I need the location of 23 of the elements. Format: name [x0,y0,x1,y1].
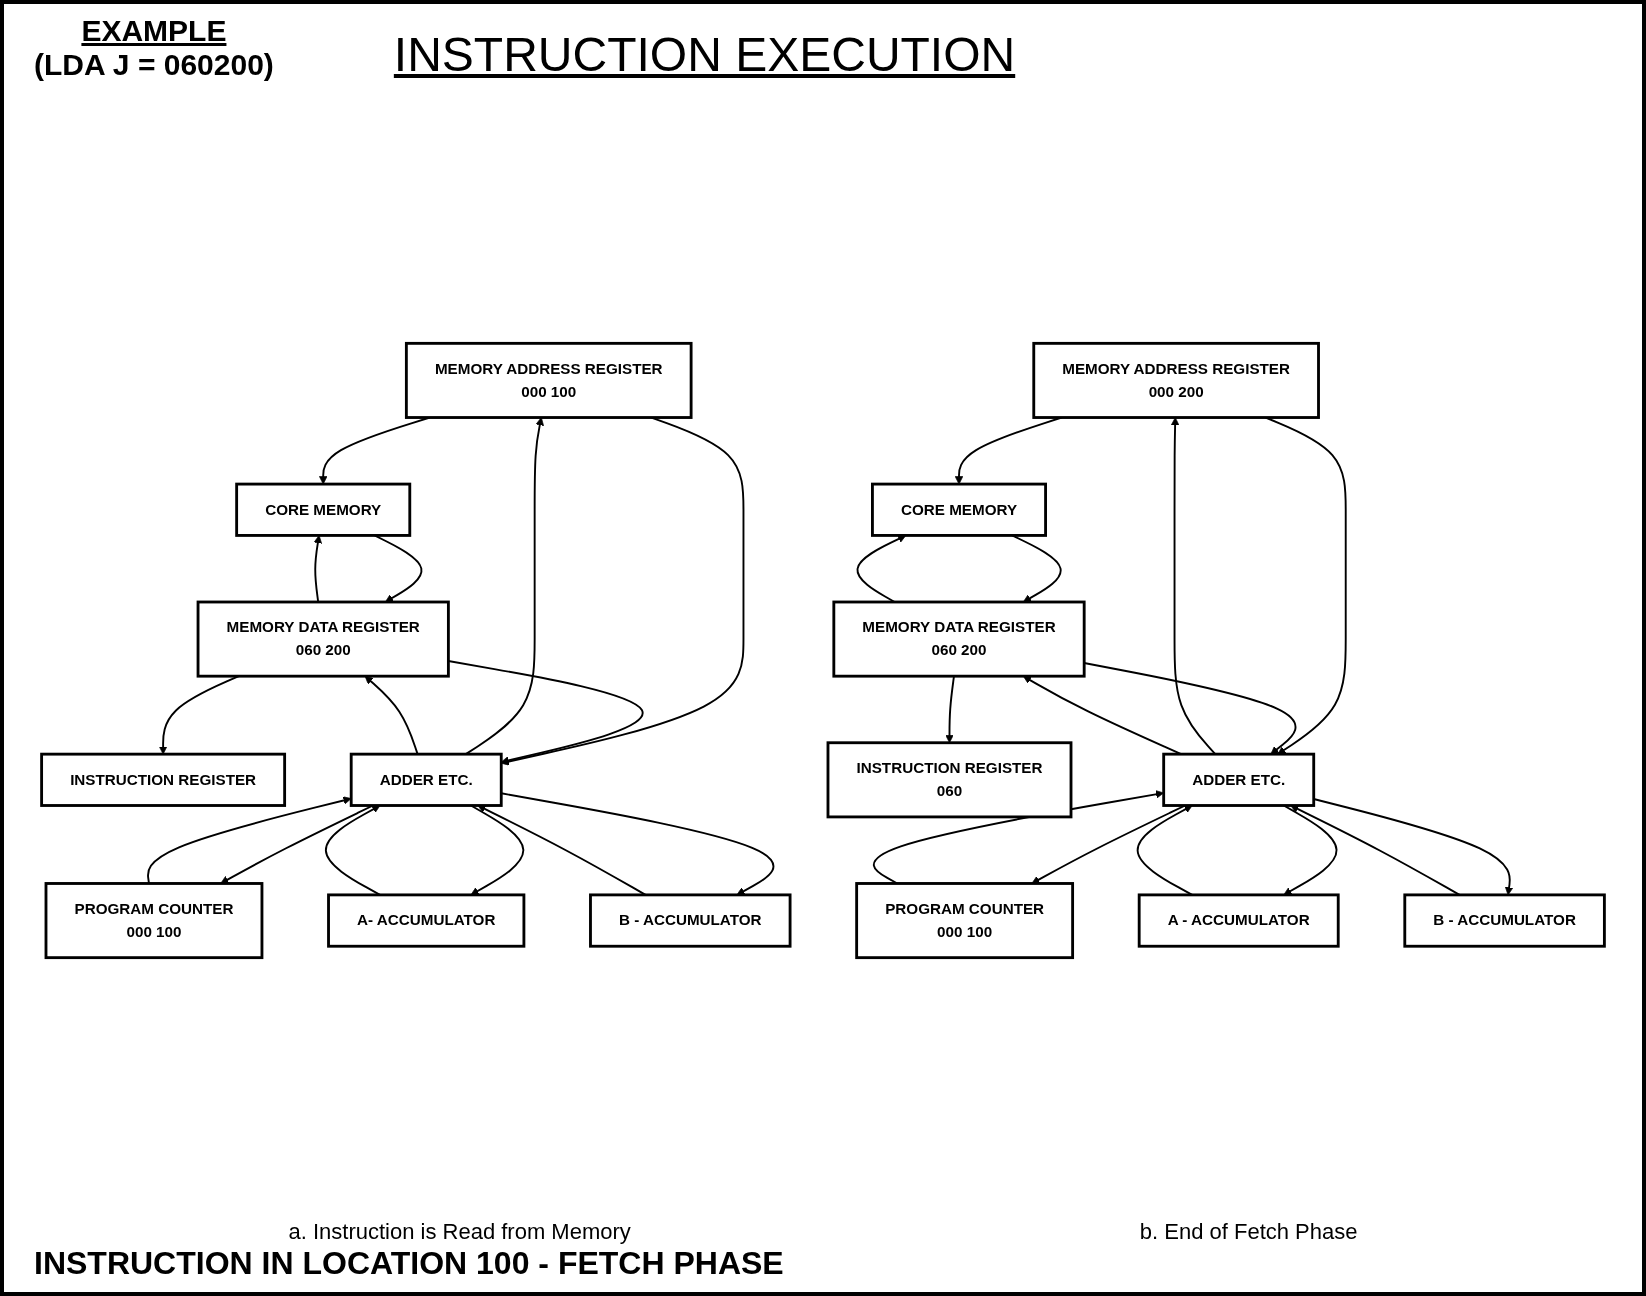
node-box: MEMORY DATA REGISTER 060 200 [196,600,450,678]
node-box: INSTRUCTION REGISTER 060 [826,741,1073,819]
node-box: B - ACCUMULATOR [589,893,792,948]
node-box: ADDER ETC. [1162,752,1316,807]
node-box: A - ACCUMULATOR [1137,893,1340,948]
node-box: MEMORY ADDRESS REGISTER 000 200 [1032,341,1320,419]
node-box: ADDER ETC. [349,752,503,807]
node-box: INSTRUCTION REGISTER [40,752,287,807]
arrow [313,535,322,603]
node-box: CORE MEMORY [235,482,412,537]
panel-caption: b. End of Fetch Phase [1139,1219,1358,1245]
example-instruction: (LDA J = 060200) [34,48,274,82]
node-box: PROGRAM COUNTER 000 100 [855,882,1075,960]
node-box: MEMORY ADDRESS REGISTER 000 100 [404,341,693,419]
title: INSTRUCTION EXECUTION [393,27,1016,82]
node-box: B - ACCUMULATOR [1403,893,1606,948]
figure-caption: INSTRUCTION IN LOCATION 100 - FETCH PHASE [34,1245,784,1281]
example-heading: EXAMPLE [80,14,228,48]
panel-caption: a. Instruction is Read from Memory [288,1219,631,1245]
node-box: A- ACCUMULATOR [327,893,526,948]
node-box: CORE MEMORY [871,482,1047,537]
node-box: PROGRAM COUNTER 000 100 [44,882,264,960]
node-box: MEMORY DATA REGISTER 060 200 [832,600,1086,678]
